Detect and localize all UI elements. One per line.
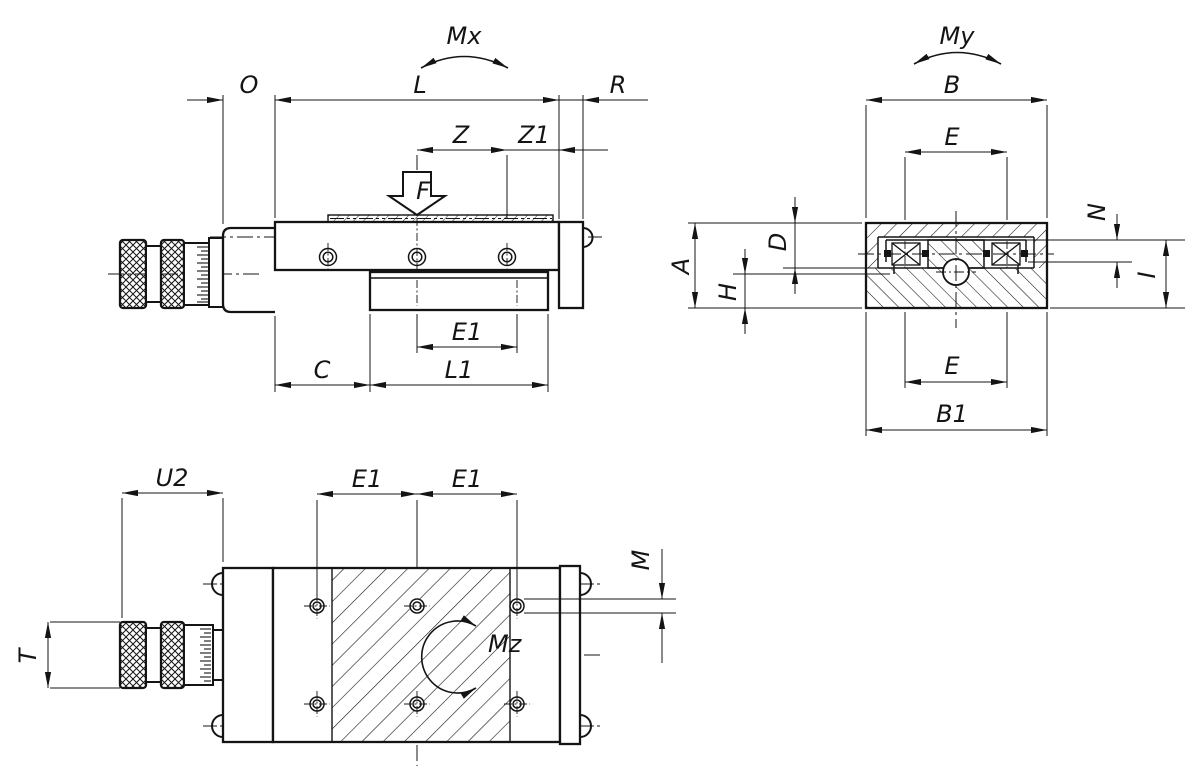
section-labels: My B E A D H N I E B1 — [667, 22, 1161, 428]
dim-label-B1: B1 — [936, 400, 968, 428]
section-centerlines — [858, 211, 1054, 328]
dim-label-I: I — [1133, 271, 1161, 278]
spacer-ring — [145, 627, 162, 683]
corner-boss-icon — [211, 714, 224, 738]
dim-label-L: L — [413, 71, 426, 99]
side-dimensions — [187, 55, 648, 392]
dim-label-B: B — [944, 71, 960, 99]
bottom-labels: U2 E1 E1 M T Mz — [14, 464, 655, 663]
moment-mz — [420, 615, 477, 699]
corner-boss-icon — [579, 572, 592, 596]
knurled-knob-icon — [118, 620, 148, 690]
dim-label-N: N — [1083, 203, 1111, 221]
graduated-barrel — [183, 624, 214, 686]
dim-label-E1: E1 — [452, 318, 482, 346]
moment-label-Mz: Mz — [488, 630, 523, 658]
force-label-F: F — [416, 177, 431, 205]
side-view: O L R Mx Z Z1 F E1 C L1 — [108, 22, 648, 392]
micrometer-sleeve — [221, 226, 275, 314]
dim-label-M: M — [627, 549, 655, 570]
dim-label-C: C — [314, 356, 331, 384]
force-arrow-icon — [385, 171, 449, 217]
dim-label-E1-left: E1 — [352, 465, 382, 493]
section-dimensions — [688, 51, 1185, 436]
dim-label-Z: Z — [452, 121, 470, 149]
barrel-step — [208, 237, 224, 308]
moment-arc-my-icon — [913, 51, 1002, 65]
moment-label-Mx: Mx — [447, 22, 483, 50]
knurled-knob-icon — [159, 620, 186, 690]
dim-label-T: T — [14, 646, 42, 663]
moment-arc-mz-icon — [420, 615, 477, 699]
bottom-micrometer-head — [118, 620, 224, 690]
dim-label-E-bottom: E — [944, 352, 960, 380]
dim-label-D: D — [764, 233, 792, 251]
end-bracket — [557, 220, 585, 310]
dim-label-R: R — [610, 71, 627, 99]
end-section-view: My B E A D H N I E B1 — [667, 22, 1185, 436]
moment-arc-mx-icon — [420, 55, 509, 69]
end-bracket-boss — [582, 227, 594, 248]
knurled-knob-icon — [118, 238, 148, 310]
dim-label-A: A — [667, 258, 695, 276]
moment-label-My: My — [940, 22, 976, 50]
graduated-barrel — [183, 242, 210, 306]
bottom-view: U2 E1 E1 M T Mz — [14, 464, 676, 766]
dim-label-E-top: E — [944, 123, 960, 151]
mounting-surface-strip — [327, 214, 554, 223]
side-screws — [318, 218, 518, 306]
end-plate — [558, 564, 582, 746]
micrometer-head — [118, 226, 275, 314]
dim-label-L1: L1 — [445, 356, 474, 384]
side-labels: O L R Mx Z Z1 F E1 C L1 — [240, 22, 627, 384]
force-arrow-F — [385, 171, 449, 217]
dim-label-H: H — [714, 283, 742, 301]
spacer-ring — [145, 245, 162, 303]
bottom-dimensions — [44, 489, 676, 689]
dim-label-E1-right: E1 — [452, 465, 482, 493]
bottom-body — [211, 564, 592, 746]
barrel-step — [212, 629, 224, 681]
bottom-screws — [304, 593, 530, 717]
dim-label-Z1: Z1 — [517, 121, 550, 149]
knurled-knob-icon — [159, 238, 186, 310]
corner-boss-icon — [211, 572, 224, 596]
mount-block — [221, 566, 275, 744]
barrel-scale-ticks — [200, 628, 211, 682]
dim-label-O: O — [240, 71, 259, 99]
corner-boss-icon — [579, 714, 592, 738]
barrel-scale-ticks — [197, 246, 208, 303]
dim-label-U2: U2 — [156, 464, 189, 492]
